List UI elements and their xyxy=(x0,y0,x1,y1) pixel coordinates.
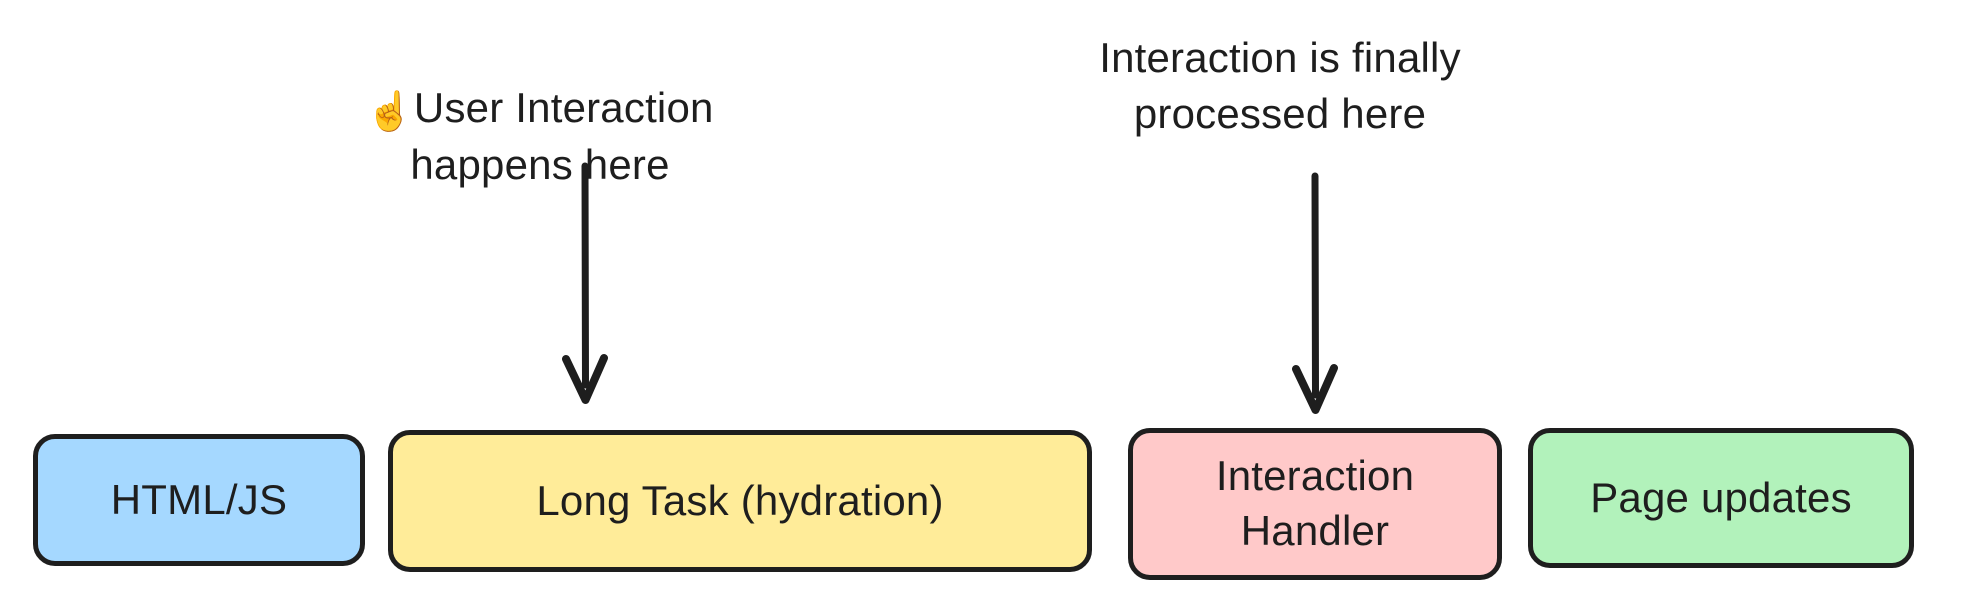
arrow-to-interaction-handler-icon xyxy=(1292,172,1338,414)
annotation-interaction-processed: Interaction is finally processed here xyxy=(1099,34,1461,137)
annotation-user-interaction: ☝️User Interaction happens here xyxy=(330,24,750,193)
arrow-to-long-task-icon xyxy=(562,162,608,404)
annotation-user-interaction-text: User Interaction happens here xyxy=(410,83,714,189)
node-html-js[interactable]: HTML/JS xyxy=(33,434,365,566)
node-long-task[interactable]: Long Task (hydration) xyxy=(388,430,1092,572)
node-page-updates[interactable]: Page updates xyxy=(1528,428,1914,568)
node-interaction-handler[interactable]: Interaction Handler xyxy=(1128,428,1502,580)
index-pointing-up-emoji: ☝️ xyxy=(366,90,414,133)
